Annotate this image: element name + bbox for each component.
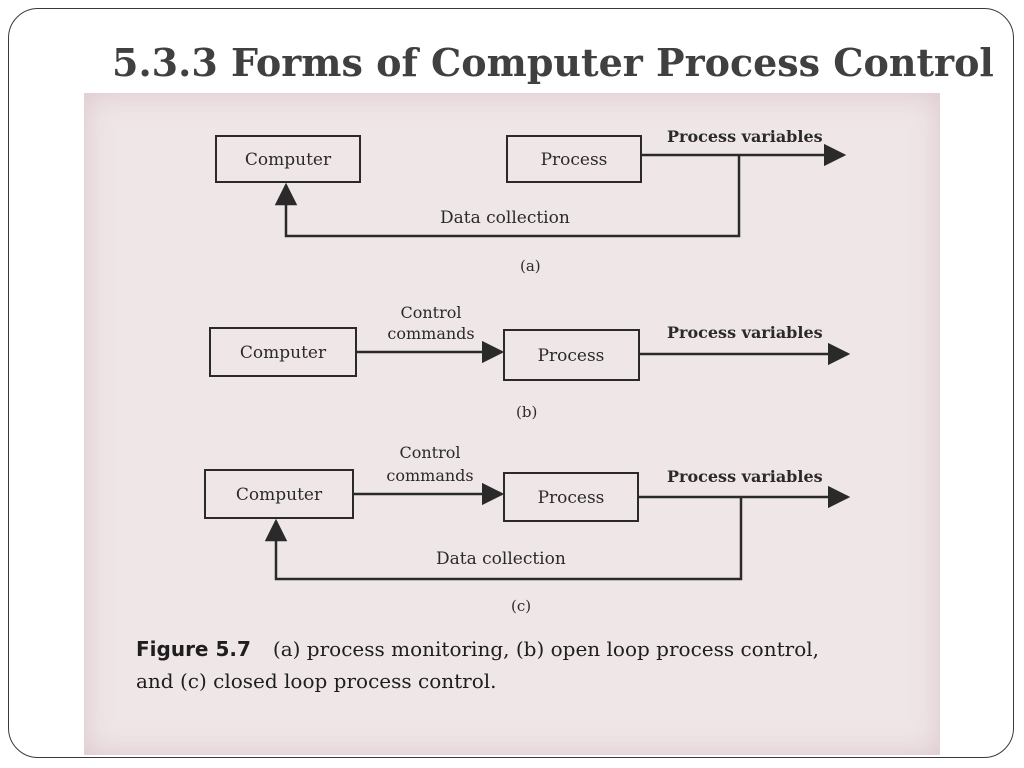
figure-caption: Figure 5.7 (a) process monitoring, (b) op… bbox=[136, 633, 926, 697]
tag-c: (c) bbox=[511, 597, 531, 615]
command-label-1-b: Control bbox=[400, 303, 461, 322]
caption-text-2: and (c) closed loop process control. bbox=[136, 669, 497, 693]
feedback-label-a: Data collection bbox=[440, 208, 570, 228]
panel-c: Computer Control commands Process Proces… bbox=[204, 443, 851, 615]
figure-photo: Computer Process Process variables Data … bbox=[84, 93, 940, 755]
output-label-c: Process variables bbox=[667, 467, 823, 486]
command-label-1-c: Control bbox=[399, 443, 460, 462]
process-box-a bbox=[506, 135, 642, 183]
slide-frame bbox=[8, 8, 1014, 758]
feedback-line-c bbox=[264, 497, 743, 581]
feedback-label-c: Data collection bbox=[436, 549, 566, 569]
process-label-b: Process bbox=[538, 346, 605, 366]
computer-label-b: Computer bbox=[240, 343, 327, 363]
command-label-2-c: commands bbox=[386, 466, 473, 485]
figure-number: Figure 5.7 bbox=[136, 637, 251, 661]
tag-a: (a) bbox=[520, 257, 541, 275]
process-label-a: Process bbox=[541, 150, 608, 170]
computer-box-a bbox=[215, 135, 361, 183]
computer-label-a: Computer bbox=[245, 150, 332, 170]
command-label-2-b: commands bbox=[387, 324, 474, 343]
computer-label-c: Computer bbox=[236, 485, 323, 505]
panel-b: Computer Control commands Process Proces… bbox=[209, 303, 851, 421]
slide-title: 5.3.3 Forms of Computer Process Control bbox=[112, 40, 994, 85]
output-label-a: Process variables bbox=[667, 127, 823, 146]
output-label-b: Process variables bbox=[667, 323, 823, 342]
panel-a: Computer Process Process variables Data … bbox=[215, 127, 847, 275]
caption-line-1: Figure 5.7 (a) process monitoring, (b) op… bbox=[136, 633, 926, 665]
process-label-c: Process bbox=[538, 488, 605, 508]
feedback-line-a bbox=[274, 155, 741, 238]
caption-text-1: (a) process monitoring, (b) open loop pr… bbox=[272, 637, 819, 661]
process-control-diagram: Computer Process Process variables Data … bbox=[204, 127, 851, 615]
tag-b: (b) bbox=[516, 403, 537, 421]
